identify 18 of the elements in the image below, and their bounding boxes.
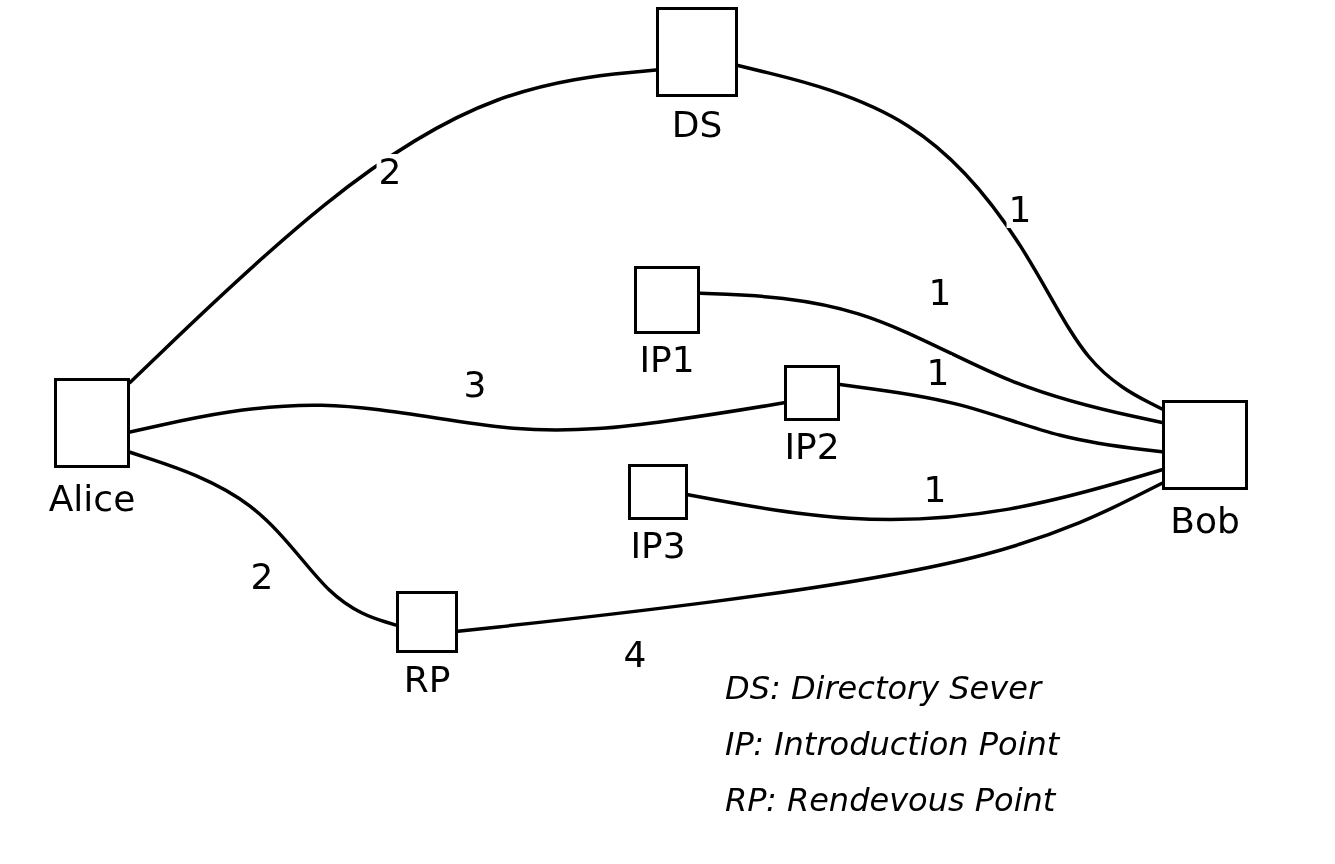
node-label: IP3	[630, 528, 686, 564]
node-label: Bob	[1170, 503, 1240, 539]
node-label: RP	[403, 662, 451, 698]
connector-line	[838, 382, 1164, 454]
node-label: IP2	[784, 429, 840, 465]
connector-line	[128, 401, 786, 434]
legend-note: DS: Directory Sever	[725, 672, 1042, 704]
connector-line	[128, 68, 658, 385]
node-label: DS	[671, 107, 723, 143]
connector-line	[698, 291, 1164, 425]
connector-line	[686, 468, 1164, 522]
connector-line	[736, 63, 1164, 411]
legend-note: IP: Introduction Point	[725, 728, 1060, 760]
node-label: Alice	[48, 481, 136, 517]
node-label: IP1	[639, 342, 695, 378]
legend-note: RP: Rendevous Point	[725, 784, 1056, 816]
connector-line	[456, 481, 1164, 634]
connector-line	[128, 450, 398, 627]
